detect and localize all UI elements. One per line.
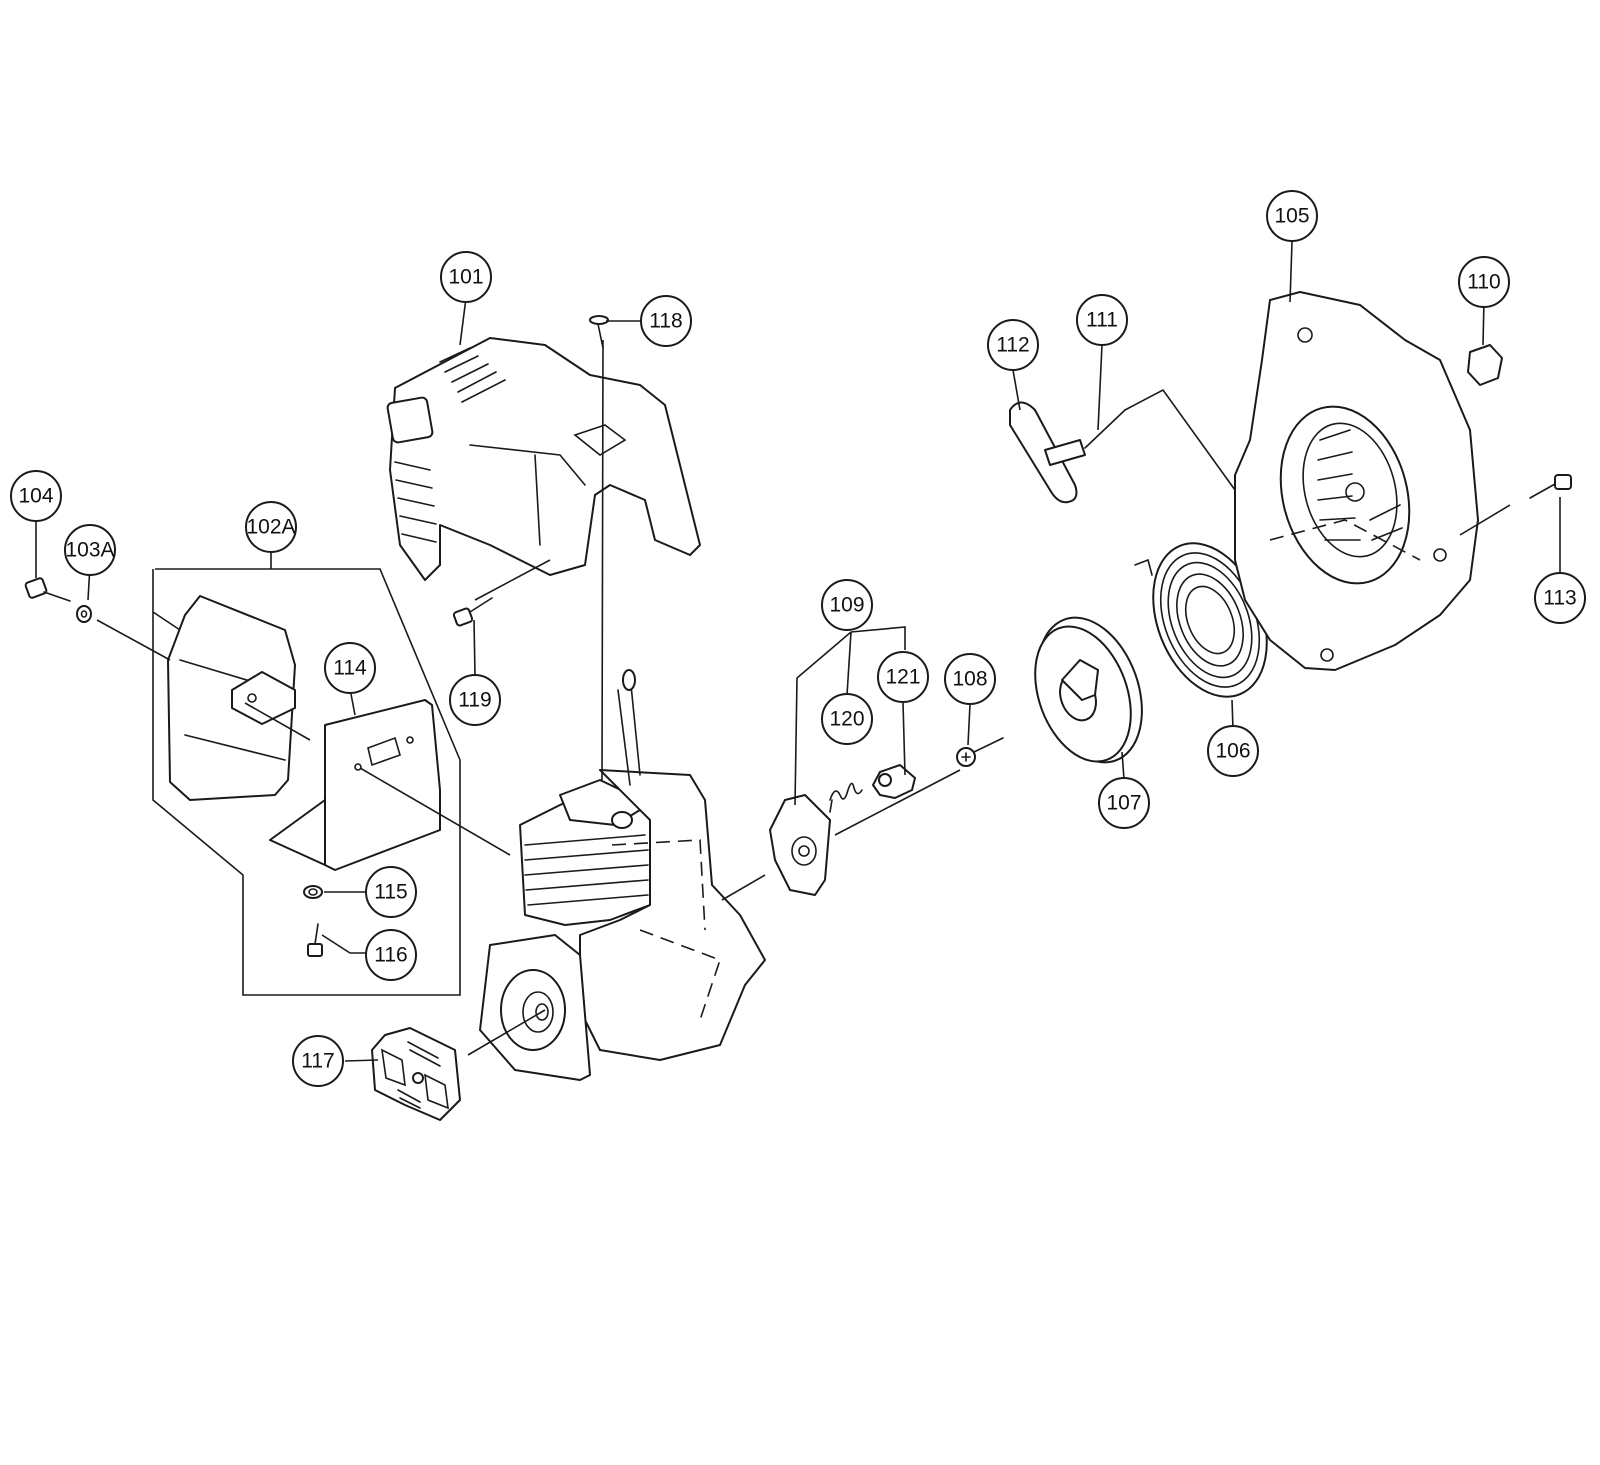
washer-103A-drawing <box>76 605 92 623</box>
screw-118-drawing <box>589 315 609 349</box>
callout-119: 119 <box>449 674 501 726</box>
muffler-drawing <box>167 595 296 801</box>
starter-case-drawing <box>1234 291 1479 671</box>
callout-109-label: 109 <box>829 594 864 617</box>
callout-107-label: 107 <box>1106 792 1141 815</box>
callout-111-label: 111 <box>1086 309 1118 332</box>
callout-119-label: 119 <box>458 689 491 712</box>
heat-shield-drawing <box>269 699 441 871</box>
engine-cover-drawing <box>386 337 701 581</box>
callout-110-label: 110 <box>1467 271 1500 294</box>
callout-103A: 103A <box>64 524 116 576</box>
callout-102A-label: 102A <box>246 516 295 539</box>
callout-106-label: 106 <box>1215 740 1250 763</box>
clip-121-drawing <box>872 764 916 799</box>
callout-101-label: 101 <box>448 266 483 289</box>
callout-109: 109 <box>821 579 873 631</box>
callout-113-label: 113 <box>1543 587 1576 610</box>
ignition-coil-drawing <box>769 794 831 896</box>
callout-117: 117 <box>292 1035 344 1087</box>
callout-117-label: 117 <box>301 1050 334 1073</box>
callout-112-label: 112 <box>996 334 1029 357</box>
clutch-drawing <box>371 1027 461 1121</box>
bolt-104-drawing <box>24 577 71 602</box>
callout-102A: 102A <box>245 501 297 553</box>
callout-118: 118 <box>640 295 692 347</box>
callout-121: 121 <box>877 651 929 703</box>
callout-115-label: 115 <box>374 881 407 904</box>
nut-115-drawing <box>303 885 323 899</box>
callout-114: 114 <box>324 642 376 694</box>
callout-108-label: 108 <box>952 668 987 691</box>
leader-lines <box>35 241 1561 1062</box>
callout-118-label: 118 <box>649 310 682 333</box>
callout-104: 104 <box>10 470 62 522</box>
screw-113-drawing <box>1529 474 1572 499</box>
callout-107: 107 <box>1098 777 1150 829</box>
callout-105-label: 105 <box>1274 205 1309 228</box>
callout-110: 110 <box>1458 256 1510 308</box>
nut-110-drawing <box>1467 344 1503 386</box>
callout-121-label: 121 <box>885 666 920 689</box>
callout-116-label: 116 <box>374 944 407 967</box>
pulley-drawing <box>1034 616 1143 764</box>
callout-104-label: 104 <box>18 485 53 508</box>
screw-108-drawing <box>956 737 1004 767</box>
engine-block-drawing <box>479 669 766 1081</box>
callout-113: 113 <box>1534 572 1586 624</box>
callout-108: 108 <box>944 653 996 705</box>
callout-105: 105 <box>1266 190 1318 242</box>
callout-101: 101 <box>440 251 492 303</box>
starter-handle-drawing <box>1009 401 1126 504</box>
callout-112: 112 <box>987 319 1039 371</box>
bolt-116-drawing <box>307 923 323 957</box>
spring-120-drawing <box>829 782 863 813</box>
callout-115: 115 <box>365 866 417 918</box>
callout-120-label: 120 <box>829 708 864 731</box>
callout-106: 106 <box>1207 725 1259 777</box>
screw-119-drawing <box>452 597 493 627</box>
callout-103A-label: 103A <box>65 539 114 562</box>
callout-114-label: 114 <box>333 657 367 680</box>
callout-111: 111 <box>1076 294 1128 346</box>
callout-120: 120 <box>821 693 873 745</box>
callout-116: 116 <box>365 929 417 981</box>
